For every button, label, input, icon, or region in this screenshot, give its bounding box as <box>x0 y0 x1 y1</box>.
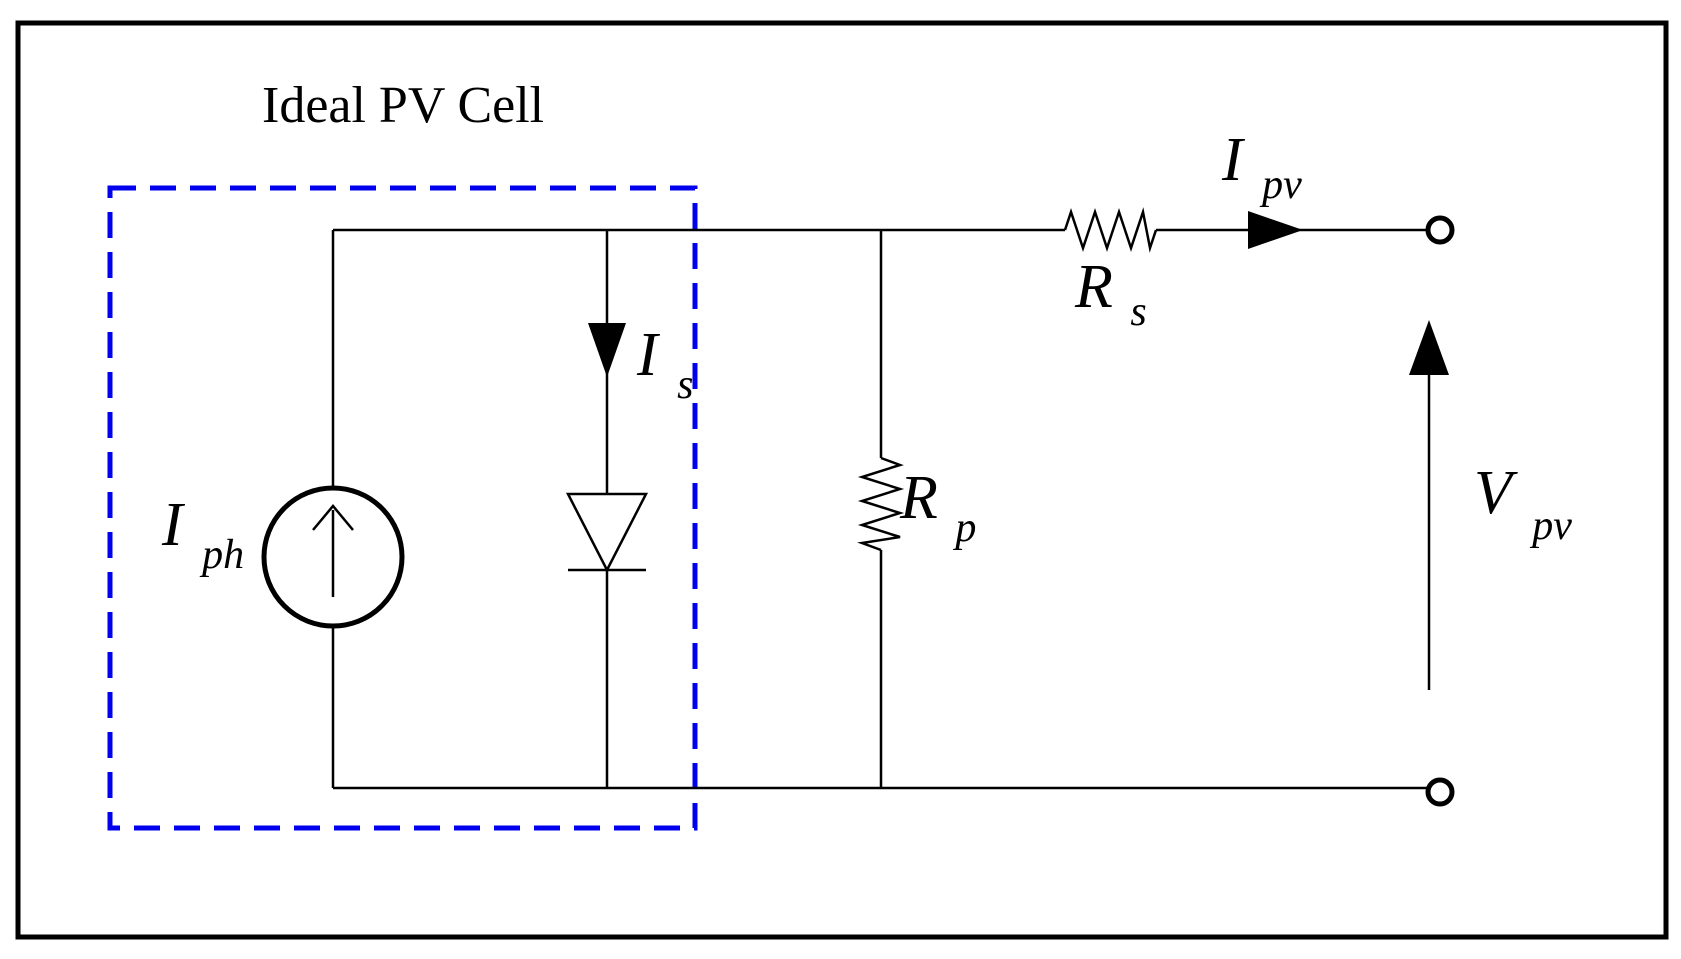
series-resistance-label: R s <box>1074 253 1147 335</box>
series-resistor <box>1063 207 1158 253</box>
current-source-arrow-head <box>312 504 354 531</box>
output-current-arrow <box>1248 211 1303 249</box>
output-current-label-sub: pv <box>1259 162 1302 208</box>
diode-triangle <box>565 492 649 573</box>
parallel-resistor <box>857 456 905 552</box>
diode-current-label-sub: s <box>677 362 693 408</box>
positive-terminal[interactable] <box>1425 215 1455 245</box>
parallel-resistance-label: R p <box>899 464 976 551</box>
series-resistance-label-sub: s <box>1130 289 1146 335</box>
ideal-pv-cell-title: Ideal PV Cell <box>262 77 544 134</box>
output-current-label-main: I <box>1221 126 1246 194</box>
diode-current-arrow <box>588 323 626 377</box>
photo-current-label: I ph <box>161 491 244 578</box>
diode-current-label-main: I <box>636 321 661 389</box>
outer-frame <box>15 20 1669 940</box>
photo-current-label-main: I <box>161 491 186 559</box>
output-current-label: I pv <box>1221 126 1302 208</box>
series-resistance-label-main: R <box>1074 253 1113 321</box>
output-voltage-label-sub: pv <box>1529 503 1572 549</box>
photo-current-source <box>261 485 405 629</box>
parallel-resistance-label-sub: p <box>952 505 976 551</box>
output-voltage-label: V pv <box>1474 459 1572 549</box>
parallel-resistance-label-main: R <box>899 464 938 532</box>
circuit-wires <box>331 228 1431 790</box>
diode <box>565 492 649 573</box>
output-voltage-arrow-head <box>1409 320 1449 375</box>
ideal-pv-cell-box <box>107 185 698 831</box>
diode-current-label: I s <box>636 321 694 408</box>
output-voltage-label-main: V <box>1474 459 1518 527</box>
photo-current-label-sub: ph <box>199 532 244 578</box>
negative-terminal[interactable] <box>1425 777 1455 807</box>
